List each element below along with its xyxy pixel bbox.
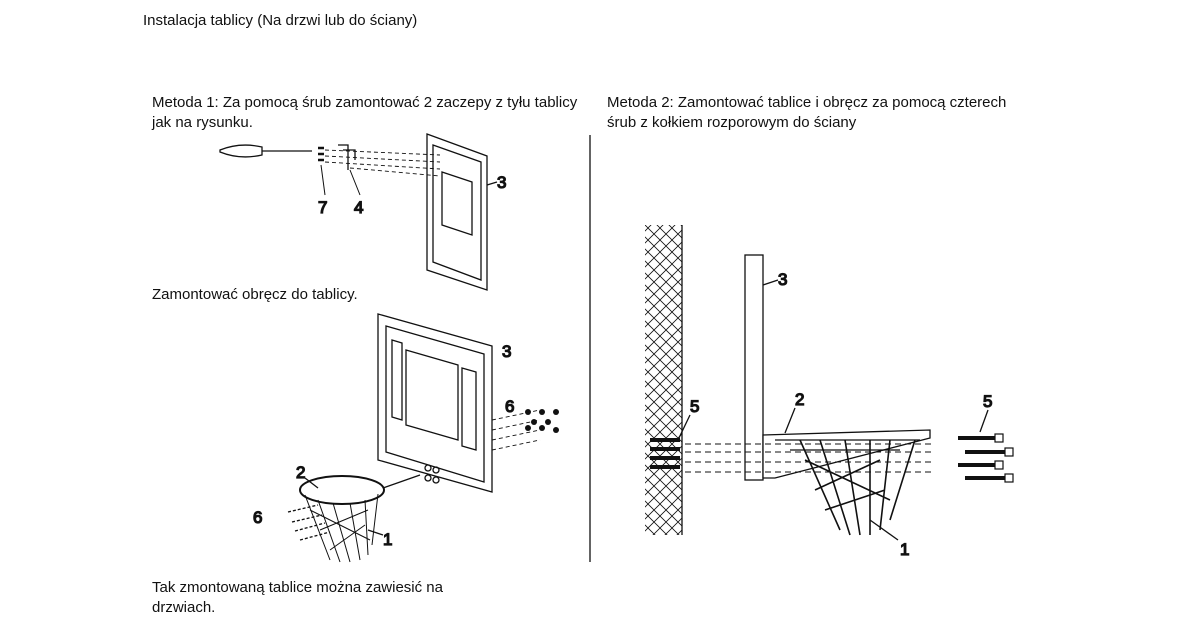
bolts-left xyxy=(287,504,331,541)
label-6: 6 xyxy=(505,397,514,416)
label-2: 2 xyxy=(296,463,305,482)
anchor-screws-icon xyxy=(958,433,1014,483)
method1-step3: Tak zmontowaną tablice można zawiesić na… xyxy=(152,579,443,616)
label-3: 3 xyxy=(778,270,787,289)
backboard-side xyxy=(426,133,488,291)
label-3: 3 xyxy=(497,173,506,192)
screws-icon xyxy=(318,146,324,162)
label-3: 3 xyxy=(502,342,511,361)
backboard xyxy=(377,313,493,493)
screwdriver-icon xyxy=(219,144,312,158)
label-1: 1 xyxy=(383,530,392,549)
method1-heading: Metoda 1: Za pomocą śrub zamontować 2 za… xyxy=(152,94,578,131)
page-title: Instalacja tablicy (Na drzwi lub do ścia… xyxy=(143,12,418,29)
wall-anchors xyxy=(650,438,680,469)
wall xyxy=(645,225,682,535)
label-5: 5 xyxy=(983,392,992,411)
label-2: 2 xyxy=(795,390,804,409)
label-5: 5 xyxy=(690,397,699,416)
hook-mounting-diagram: 7 4 3 xyxy=(219,133,507,291)
nuts-icon xyxy=(525,409,559,433)
backboard xyxy=(744,254,764,481)
method1-step2: Zamontować obręcz do tablicy. xyxy=(152,286,358,303)
rim xyxy=(299,475,385,505)
rim-mounting-diagram: 3 6 2 6 1 xyxy=(252,313,559,563)
method2-heading: Metoda 2: Zamontować tablice i obręcz za… xyxy=(607,94,1007,131)
label-6: 6 xyxy=(253,508,262,527)
label-4: 4 xyxy=(354,198,363,217)
label-1: 1 xyxy=(900,540,909,559)
hook-icon xyxy=(338,144,356,170)
label-7: 7 xyxy=(318,198,327,217)
wall-mounting-diagram: 5 3 2 5 1 xyxy=(645,225,1014,560)
